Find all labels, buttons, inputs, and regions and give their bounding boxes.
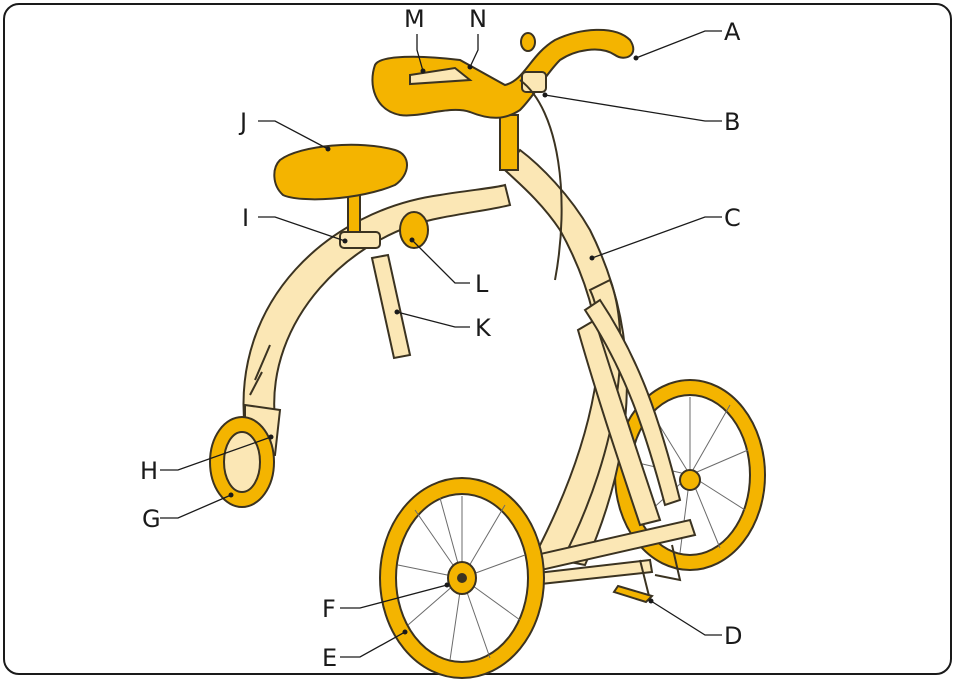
label-l: L	[475, 270, 489, 298]
label-e: E	[322, 644, 337, 672]
label-f: F	[322, 595, 336, 623]
label-i: I	[242, 204, 249, 232]
seat-post-lower	[372, 255, 410, 358]
rear-wheel-left	[380, 478, 544, 678]
label-m: M	[404, 5, 425, 33]
label-b: B	[724, 108, 740, 136]
label-c: C	[724, 204, 741, 232]
label-d: D	[724, 622, 742, 650]
label-k: K	[475, 314, 492, 342]
label-h: H	[140, 457, 158, 485]
label-n: N	[469, 5, 487, 33]
label-a: A	[724, 18, 741, 46]
label-g: G	[142, 505, 161, 533]
label-j: J	[238, 108, 247, 136]
